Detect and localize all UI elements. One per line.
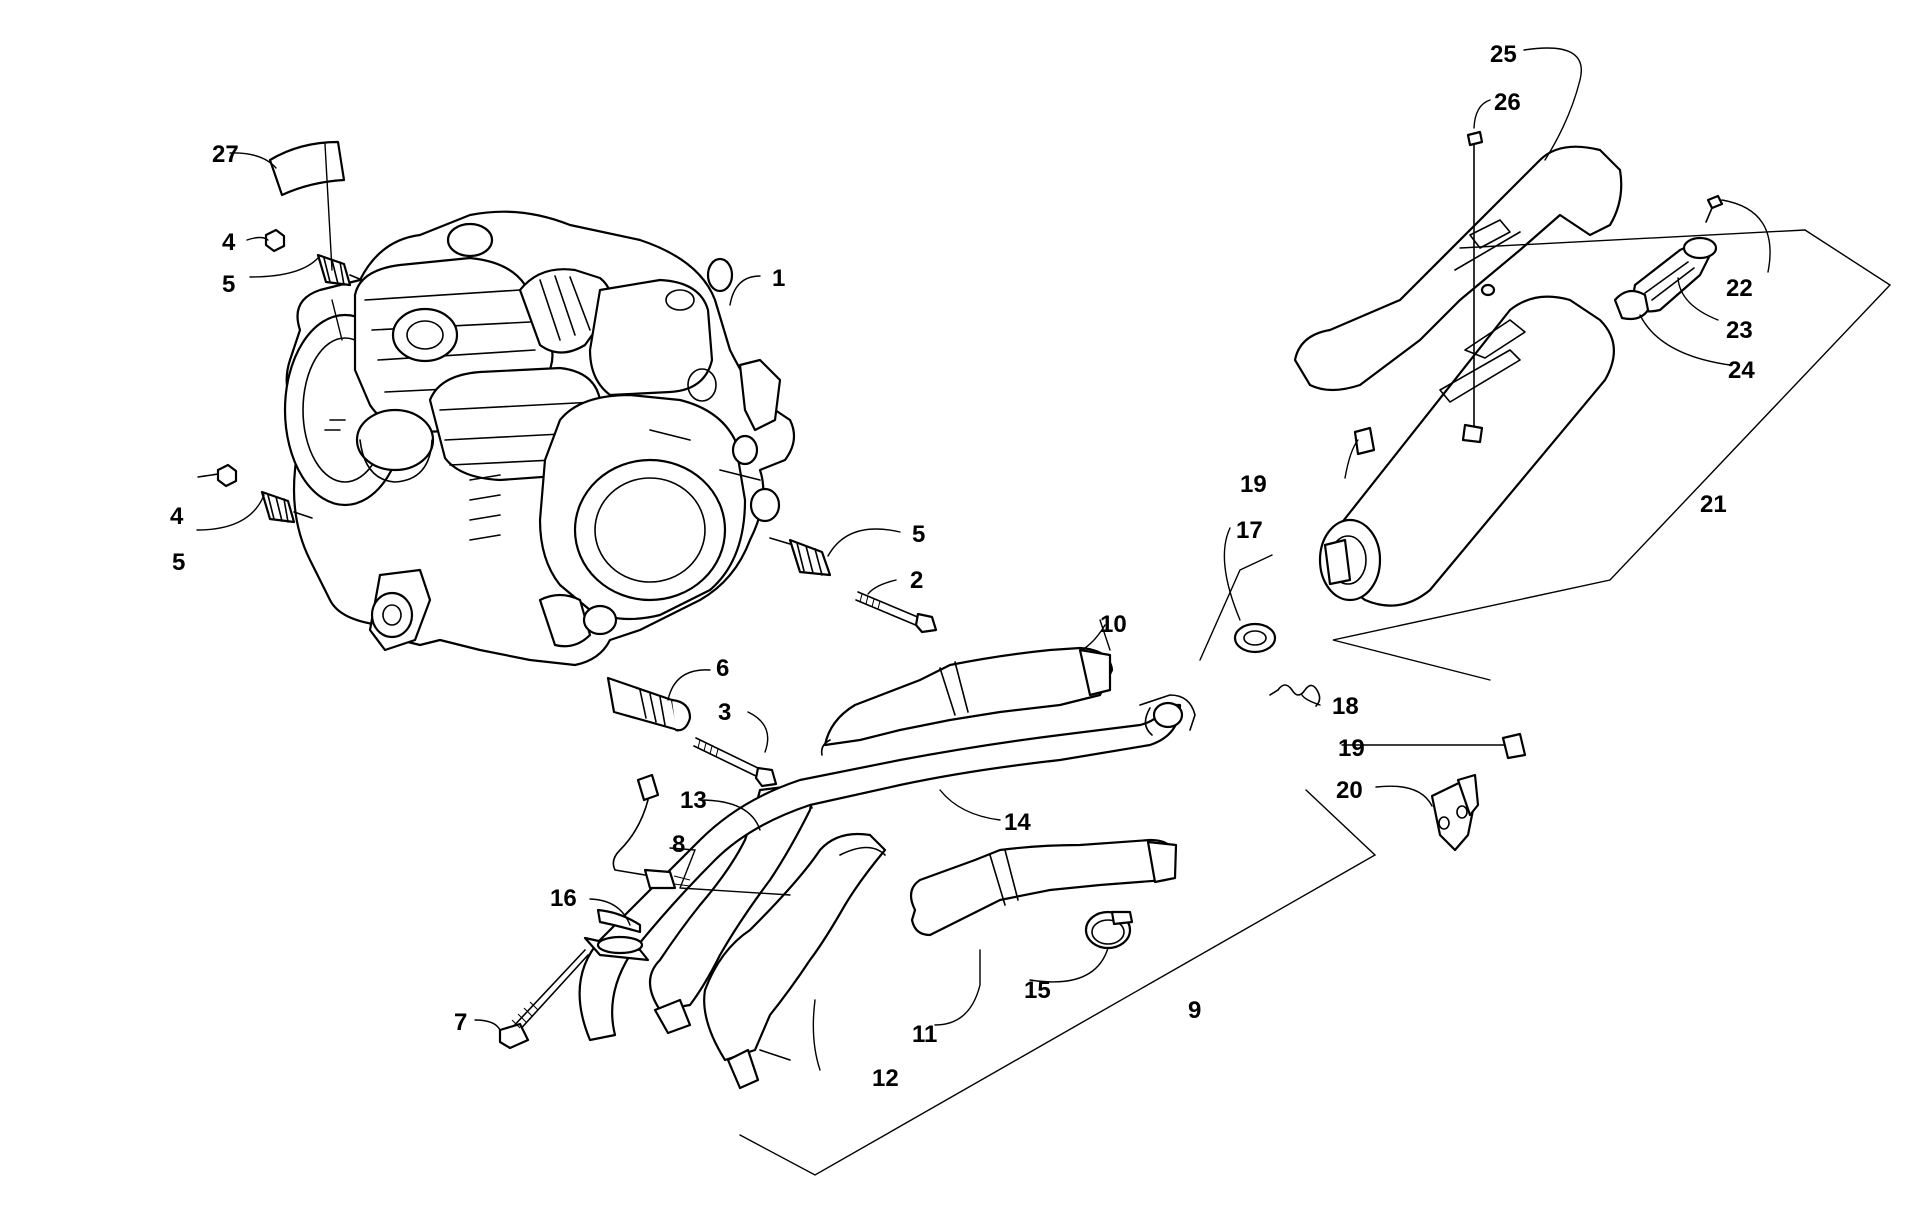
callout-3: 3 — [718, 699, 731, 726]
callout-24: 24 — [1728, 357, 1755, 384]
bolt-3 — [693, 737, 778, 788]
callout-13: 13 — [680, 787, 707, 814]
mount-nut-lower — [216, 463, 238, 488]
bolt-7 — [498, 949, 589, 1050]
heat-shield-11 — [909, 838, 1178, 937]
callout-20: 20 — [1336, 777, 1363, 804]
spring-18 — [1269, 684, 1321, 707]
callout-5-lower: 5 — [172, 549, 185, 576]
callout-15: 15 — [1024, 977, 1051, 1004]
callout-5-right: 5 — [912, 521, 925, 548]
callout-1: 1 — [772, 265, 785, 292]
callout-17: 17 — [1236, 517, 1263, 544]
callout-14: 14 — [1004, 809, 1031, 836]
callout-2: 2 — [910, 567, 923, 594]
callout-4-upper: 4 — [222, 229, 236, 256]
mount-bushing-right — [769, 537, 832, 577]
callout-6: 6 — [716, 655, 729, 682]
grommet-19-upper — [1353, 426, 1376, 456]
callout-19-upper: 19 — [1240, 471, 1267, 498]
heat-shield-12-strip — [759, 846, 886, 1061]
gasket-17 — [1233, 622, 1277, 654]
leader-lines — [196, 47, 1892, 1176]
callout-8: 8 — [672, 831, 685, 858]
callout-labels: 27 4 5 4 5 1 5 2 6 3 10 13 8 14 16 7 15 … — [170, 41, 1755, 1092]
gasket-24 — [1613, 289, 1650, 321]
callout-23: 23 — [1726, 317, 1753, 344]
clamp-15 — [1084, 910, 1134, 950]
heat-shield-10 — [820, 646, 1114, 756]
grommet-19-lower — [1501, 732, 1527, 760]
mount-nut-upper — [264, 228, 286, 253]
callout-4-lower: 4 — [170, 503, 184, 530]
callout-27: 27 — [212, 141, 239, 168]
bolt-2 — [855, 591, 938, 634]
callout-18: 18 — [1332, 693, 1359, 720]
mount-bushing-upper — [316, 253, 363, 287]
callout-21: 21 — [1700, 491, 1727, 518]
callout-19-lower: 19 — [1338, 735, 1365, 762]
callout-5-upper: 5 — [222, 271, 235, 298]
screw-22 — [1705, 194, 1724, 223]
exhaust-flange-16 — [583, 908, 650, 962]
callout-12: 12 — [872, 1065, 899, 1092]
callout-22: 22 — [1726, 275, 1753, 302]
y-pipe-14 — [578, 694, 1196, 1042]
engine-assembly — [283, 210, 796, 667]
callout-10: 10 — [1100, 611, 1127, 638]
callout-11: 11 — [912, 1021, 937, 1048]
callout-26: 26 — [1494, 89, 1521, 116]
mount-bushing-6 — [606, 676, 692, 732]
oxygen-sensor-8 — [612, 773, 691, 890]
gasket-27 — [268, 140, 346, 197]
callout-16: 16 — [550, 885, 577, 912]
bracket-20 — [1430, 773, 1480, 852]
callout-7: 7 — [454, 1009, 467, 1036]
mount-bushing-lower — [260, 490, 313, 524]
callout-25: 25 — [1490, 41, 1517, 68]
header-pipe-13 — [648, 783, 813, 1035]
callout-9: 9 — [1188, 997, 1201, 1024]
heat-shield-25 — [1293, 145, 1623, 392]
header-pipe-12 — [703, 832, 887, 1090]
muffler-21 — [1318, 295, 1615, 607]
screw-26 — [1461, 130, 1484, 444]
